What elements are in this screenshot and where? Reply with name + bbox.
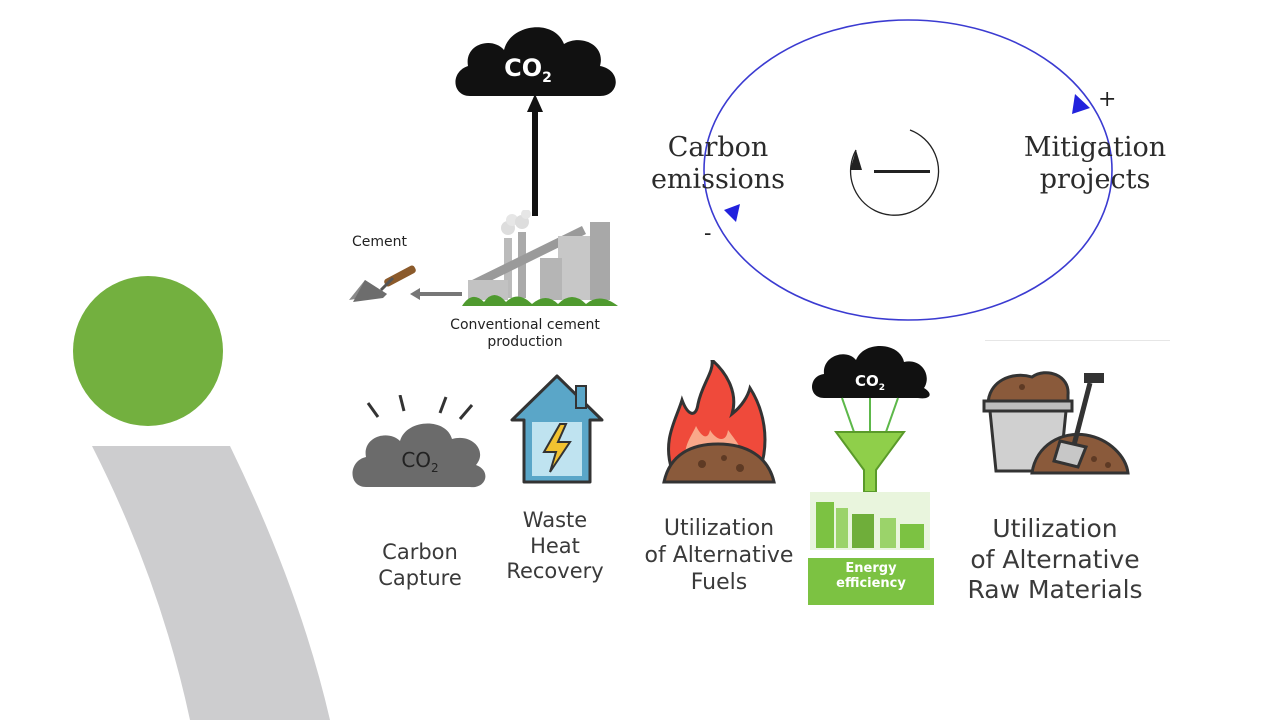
minus-sign: -	[704, 221, 711, 246]
emission-arrow-icon	[527, 94, 543, 216]
raw-materials-bucket-shovel-icon	[982, 371, 1130, 475]
decorative-green-circle	[73, 276, 223, 426]
energy-cloud-text: CO2	[855, 372, 885, 393]
carbon-capture-cloud-icon: CO2	[352, 395, 486, 488]
cement-label: Cement	[352, 234, 408, 250]
alt-raw-label: Utilization of Alternative Raw Materials	[967, 514, 1143, 604]
balance-loop-curve	[849, 129, 940, 216]
co2-cloud-text: CO2	[504, 54, 552, 86]
co2-cloud-icon: CO2	[455, 27, 616, 96]
trowel-icon	[349, 265, 416, 302]
balance-loop-arrow	[850, 150, 862, 170]
causal-loop-diagram: + -	[703, 19, 1116, 321]
alt-fuels-label: Utilization of Alternative Fuels	[644, 516, 794, 595]
cement-plant-icon	[462, 210, 618, 306]
carbon-emissions-label: Carbon emissions	[650, 132, 786, 196]
loop-arrowhead-right	[1072, 94, 1090, 114]
carbon-capture-label: Carbon Capture	[378, 540, 462, 590]
small-arrow-icon	[410, 288, 462, 300]
carbon-capture-icon-text: CO2	[401, 448, 438, 475]
balance-dash	[874, 170, 930, 173]
energy-efficiency-icon: CO2	[808, 345, 934, 605]
mitigation-projects-label: Mitigation projects	[1023, 132, 1167, 196]
energy-efficiency-banner: Energy efficiency	[836, 561, 906, 591]
plus-sign: +	[1098, 87, 1116, 112]
fire-fuel-icon	[662, 360, 776, 484]
loop-arrowhead-left	[724, 204, 740, 222]
loop-ellipse	[703, 19, 1113, 321]
waste-heat-label: Waste Heat Recovery	[506, 508, 604, 584]
plant-caption: Conventional cement production	[450, 317, 600, 351]
house-lightning-icon	[510, 374, 604, 484]
divider-line	[985, 340, 1170, 341]
